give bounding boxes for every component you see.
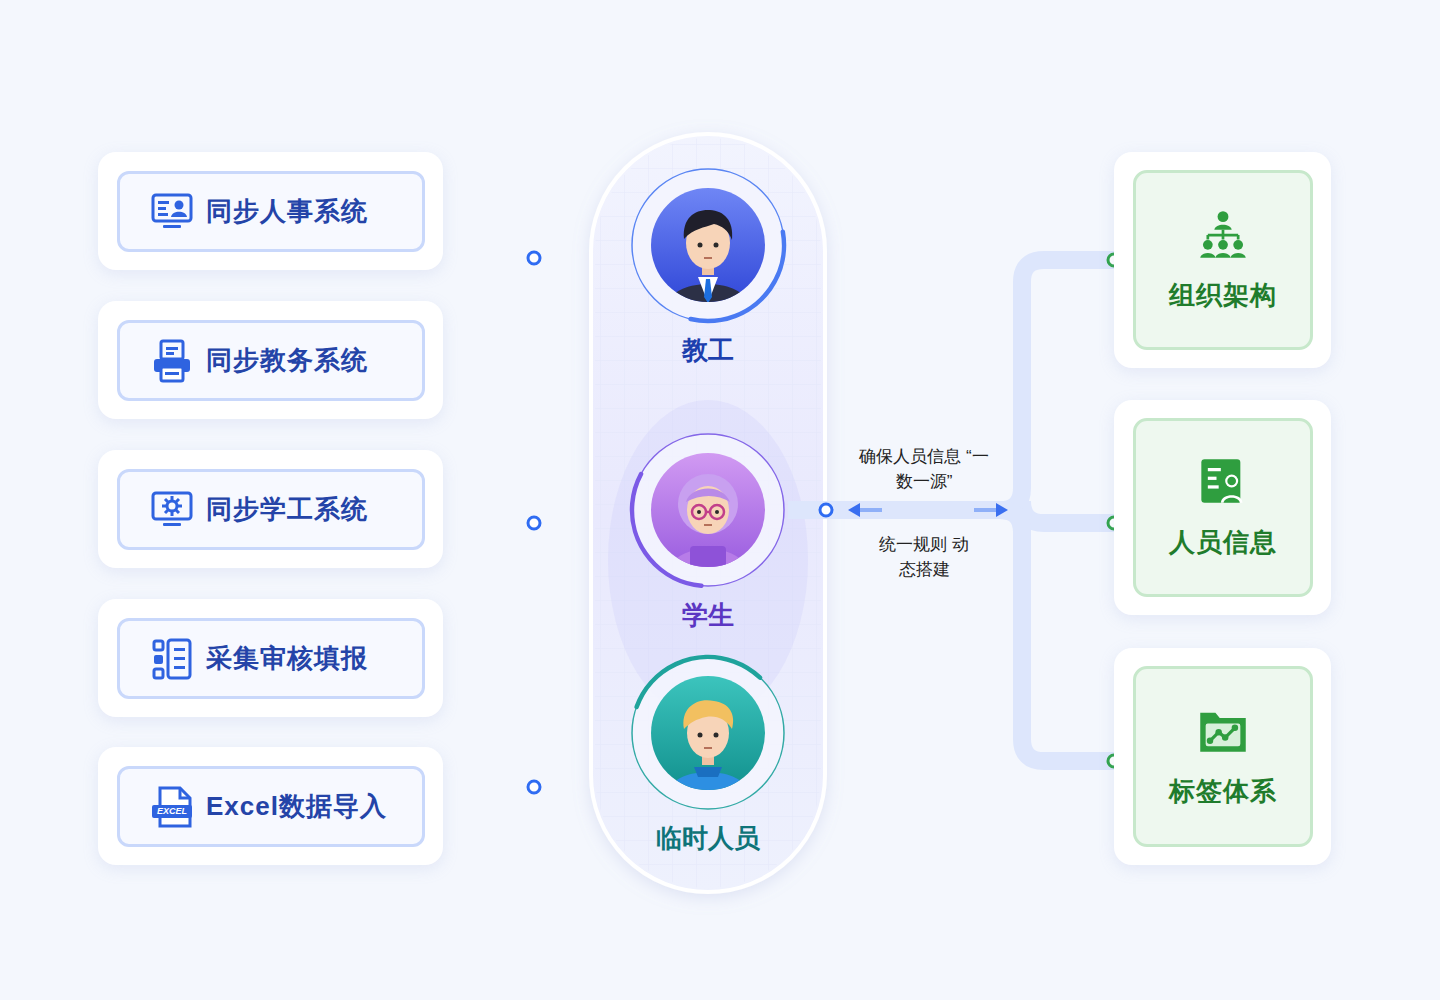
source-box: 同步人事系统: [117, 171, 425, 252]
source-card: 同步教务系统: [98, 301, 443, 419]
source-label: 同步学工系统: [206, 492, 368, 527]
person-label: 学生: [608, 598, 808, 632]
person-circle: [628, 653, 788, 813]
note-label: 统一规则 动态搭建: [879, 532, 969, 582]
source-label: Excel数据导入: [206, 789, 387, 824]
target-label: 组织架构: [1169, 278, 1277, 313]
source-card: 采集审核填报: [98, 599, 443, 717]
source-box: 采集审核填报: [117, 618, 425, 699]
target-card: 标签体系: [1114, 648, 1331, 865]
start-dot: [820, 504, 832, 516]
target-label: 标签体系: [1169, 774, 1277, 809]
target-box: 组织架构: [1133, 170, 1313, 350]
arrow-head: [996, 503, 1008, 517]
connector: [788, 254, 1120, 517]
source-label: 同步教务系统: [206, 343, 368, 378]
target-box: 标签体系: [1133, 666, 1313, 847]
person-label: 教工: [608, 333, 808, 367]
source-box: EXCEL Excel数据导入: [117, 766, 425, 847]
source-card: 同步人事系统: [98, 152, 443, 270]
person-node: 学生: [628, 430, 788, 640]
source-label: 同步人事系统: [206, 194, 368, 229]
connector-line: [788, 510, 1114, 761]
person-label: 临时人员: [608, 821, 808, 855]
target-card: 组织架构: [1114, 152, 1331, 368]
source-box: 同步学工系统: [117, 469, 425, 550]
person-node: 临时人员: [628, 653, 788, 863]
source-label: 采集审核填报: [206, 641, 368, 676]
source-icon: EXCEL: [150, 785, 194, 829]
source-icon: [150, 339, 194, 383]
target-box: 人员信息: [1133, 418, 1313, 597]
input-stubs: [480, 252, 540, 793]
start-dot: [820, 504, 832, 516]
edge-label: 确保人员信息 “一数一源”: [859, 444, 989, 494]
source-icon: [150, 488, 194, 532]
source-icon-graphic: [150, 488, 194, 532]
connector-line: [788, 260, 1114, 510]
source-icon-graphic: [150, 190, 194, 234]
source-icon-graphic: [150, 637, 194, 681]
source-card: 同步学工系统: [98, 450, 443, 568]
person-circle: [628, 165, 788, 325]
start-dot: [820, 504, 832, 516]
source-card: EXCEL Excel数据导入: [98, 747, 443, 865]
connector: [788, 503, 1120, 767]
icon-label: EXCEL: [152, 806, 192, 817]
target-icon: [1197, 455, 1249, 507]
source-icon-graphic: [150, 339, 194, 383]
target-label: 人员信息: [1169, 525, 1277, 560]
target-icon: [1197, 704, 1249, 756]
source-box: 同步教务系统: [117, 320, 425, 401]
target-card: 人员信息: [1114, 400, 1331, 615]
source-icon: [150, 190, 194, 234]
person-node: 教工: [628, 165, 788, 375]
arrow-head: [848, 503, 860, 517]
source-icon: [150, 637, 194, 681]
person-circle: [628, 430, 788, 590]
target-icon: [1197, 208, 1249, 260]
